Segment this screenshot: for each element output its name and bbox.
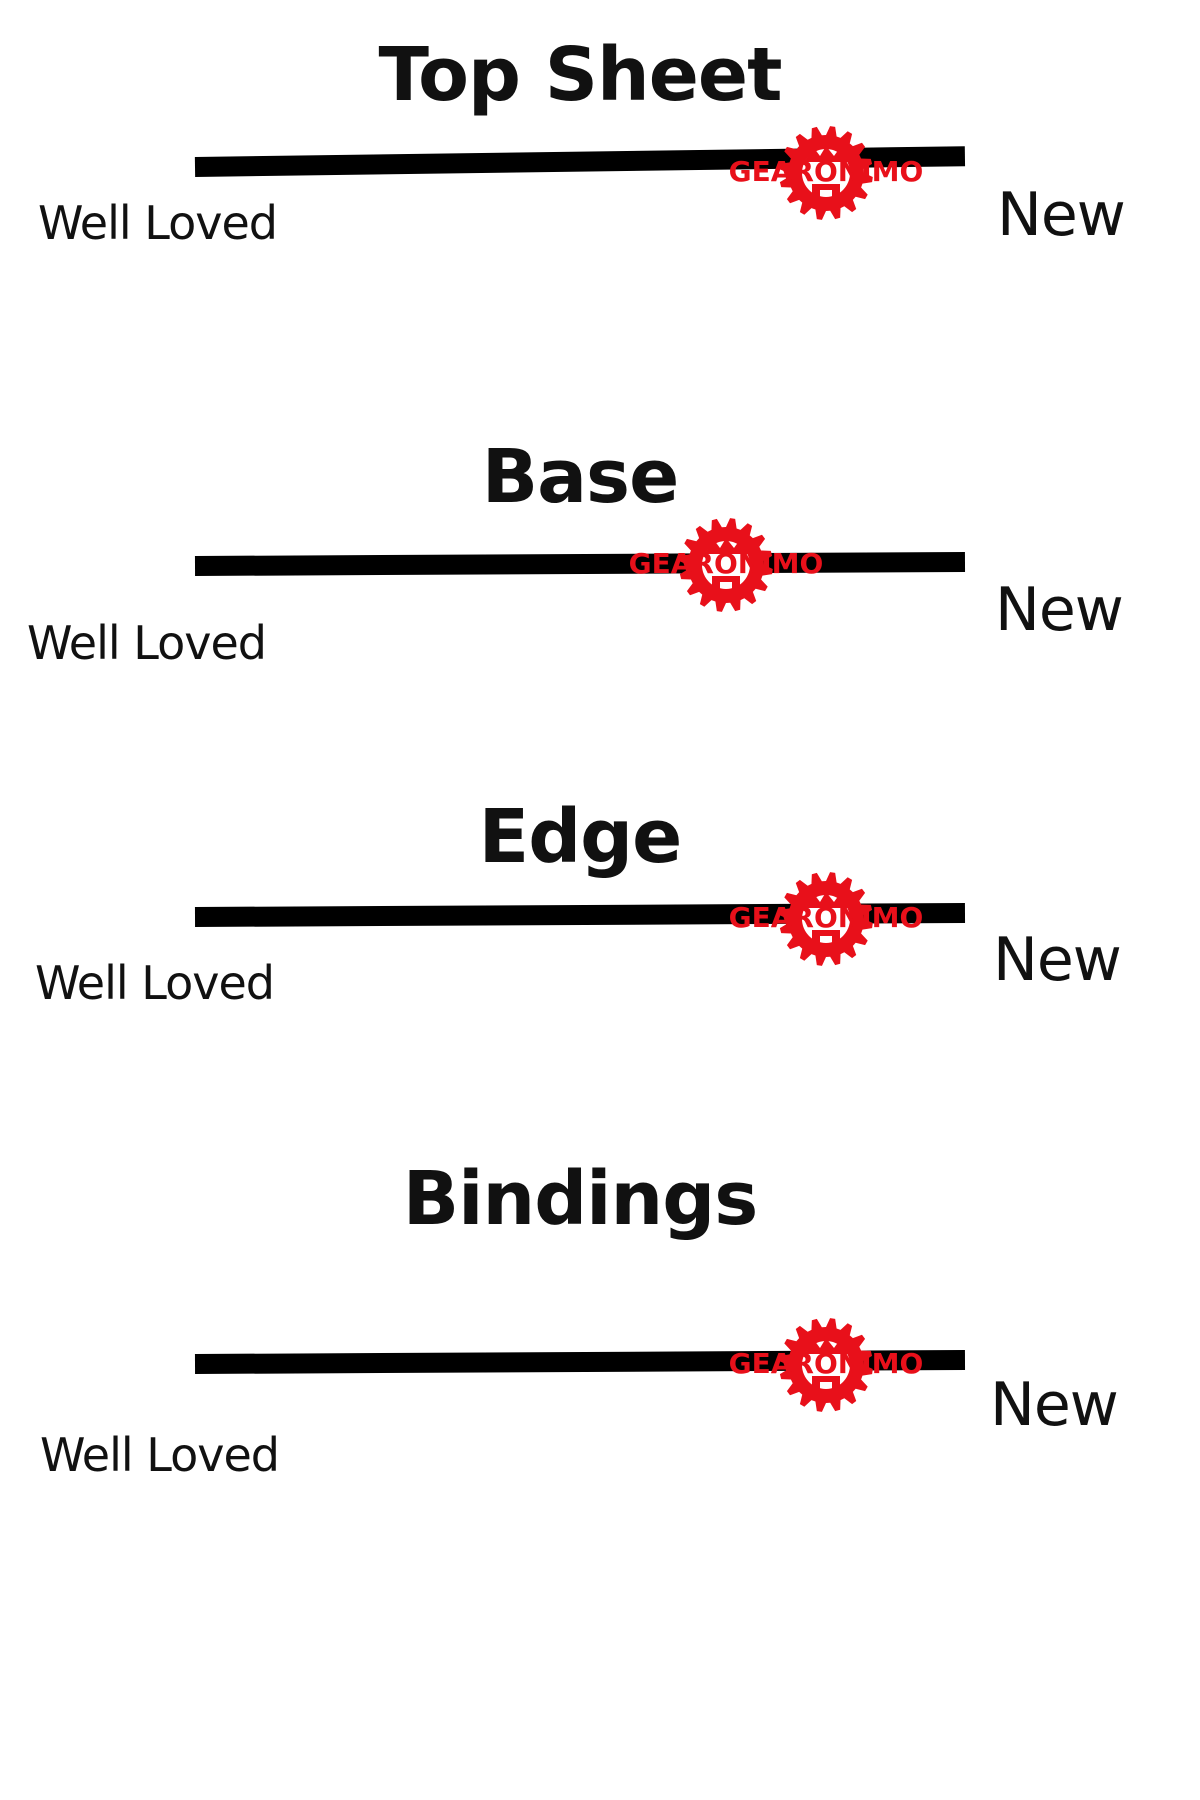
section-title: Edge — [478, 794, 683, 880]
mountain-peaks — [804, 146, 848, 162]
scale-label-new: New — [990, 1370, 1119, 1440]
gate-shape — [812, 184, 840, 200]
gear-logo-icon — [779, 872, 873, 966]
scale-label-new: New — [993, 925, 1122, 995]
condition-marker: GEARONIMO — [726, 864, 926, 974]
marker-watermark-text: GEARONIMO — [728, 1347, 924, 1380]
marker-watermark-text: GEARONIMO — [728, 901, 924, 934]
gear-logo-icon — [779, 1318, 873, 1412]
mountain-peaks — [804, 892, 848, 908]
marker-watermark-text: GEARONIMO — [628, 547, 824, 580]
mountain-peaks — [704, 538, 748, 554]
condition-marker: GEARONIMO — [726, 1310, 926, 1420]
gate-shape — [812, 1376, 840, 1392]
section-title: Bindings — [402, 1156, 758, 1242]
section-title: Base — [481, 434, 680, 520]
gate-shape — [712, 576, 740, 592]
gear-logo-icon — [779, 126, 873, 220]
scale-label-well-loved: Well Loved — [35, 956, 275, 1010]
scale-label-new: New — [997, 180, 1126, 250]
scale-label-well-loved: Well Loved — [38, 196, 278, 250]
scale-label-new: New — [995, 575, 1124, 645]
scale-label-well-loved: Well Loved — [40, 1428, 280, 1482]
condition-marker: GEARONIMO — [626, 510, 826, 620]
section-title: Top Sheet — [378, 32, 783, 118]
scale-label-well-loved: Well Loved — [27, 616, 267, 670]
mountain-peaks — [804, 1338, 848, 1354]
gate-shape — [812, 930, 840, 946]
marker-watermark-text: GEARONIMO — [728, 155, 924, 188]
condition-marker: GEARONIMO — [726, 118, 926, 228]
gear-logo-icon — [679, 518, 773, 612]
condition-scale-bar — [194, 551, 966, 576]
